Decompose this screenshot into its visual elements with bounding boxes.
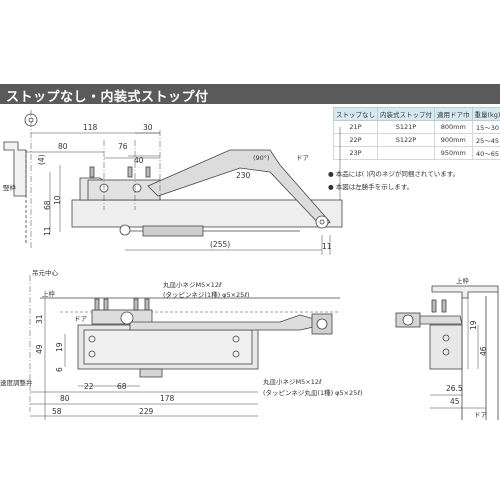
dim-angle: (90°) [253,154,270,162]
title-bar [0,84,500,104]
label-speed-valve: 速度調整弁 [0,378,33,387]
note-included-screws: ● 本品には( )内のネジが同梱されています。 [328,170,460,178]
top-view-dimensions: 118 30 80 76 40 230 (255) 11 (90°) ドア 竪枠… [3,123,332,251]
dim-19: 19 [55,342,64,352]
dim-31: 31 [35,314,44,324]
label-screw-2a: 丸皿小ネジM5×12ℓ [263,377,322,386]
dim-11a: 11 [43,226,52,236]
table-cell: 950mm [434,146,473,160]
dim-68: 68 [117,382,127,391]
dim-4: (4) [37,154,46,165]
dim-6: 6 [55,367,64,372]
dim-230: 230 [236,171,251,180]
dim-255: (255) [210,240,230,249]
label-upper-frame: 上枠 [42,289,56,298]
table-row: 22P S122P 900mm 25〜45 [333,133,500,147]
table-cell [377,146,435,160]
dim-80-front: 80 [60,394,70,403]
side-view [395,285,499,420]
table-row: 23P 950mm 40〜65 [333,146,500,160]
label-screw-1b: (タッピンネジ(1種) φ5×25ℓ) [163,290,250,299]
label-door-side: ドア [474,411,488,419]
dim-76: 76 [118,142,128,151]
dim-46: 46 [479,346,488,356]
dim-178: 178 [160,394,175,403]
front-view [29,275,340,420]
dim-80: 80 [58,142,68,151]
col-internal-stop: 内装式ストップ付 [377,107,435,121]
dim-26-5: 26.5 [446,384,463,393]
col-door-width: 適用ドア巾 [434,107,473,121]
label-upper-frame-side: 上枠 [456,276,470,285]
spec-table: ストップなし 内装式ストップ付 適用ドア巾 重量(kg) 21P S121P 8… [333,107,500,160]
label-screw-1a: 丸皿小ネジM5×12ℓ [163,280,222,289]
front-view-labels: 吊元中心 上枠 ドア 速度調整弁 丸皿小ネジM5×12ℓ (タッピンネジ(1種)… [0,268,363,416]
dim-58: 58 [52,407,62,416]
dim-22: 22 [84,382,94,391]
label-door-top: ドア [296,154,310,162]
dim-11b: 11 [322,242,332,251]
dim-40: 40 [134,156,144,165]
label-screw-2b: (タッピンネジ丸皿(1種) φ5×25ℓ) [263,388,363,397]
dim-45: 45 [450,397,460,406]
note-left-hand: ● 本図は左勝手を示します。 [328,183,414,191]
dim-49: 49 [35,344,44,354]
top-view [3,110,343,255]
dim-229: 229 [139,407,154,416]
dim-10: 10 [53,195,62,205]
label-hinge-center: 吊元中心 [32,268,59,277]
dim-30: 30 [143,123,153,132]
label-door-front: ドア [74,315,88,323]
table-cell: 40〜65 [471,146,500,160]
spec-table-header: ストップなし 内装式ストップ付 適用ドア巾 重量(kg) [333,107,500,121]
dim-19-side: 19 [469,320,478,330]
page-title: ストップなし・内装式ストップ付 [6,90,209,105]
side-view-labels: 上枠 ドア 26.5 45 19 46 [446,276,488,419]
dim-118: 118 [83,123,98,132]
dim-68: 68 [43,200,52,210]
label-frame: 竪枠 [3,183,17,192]
